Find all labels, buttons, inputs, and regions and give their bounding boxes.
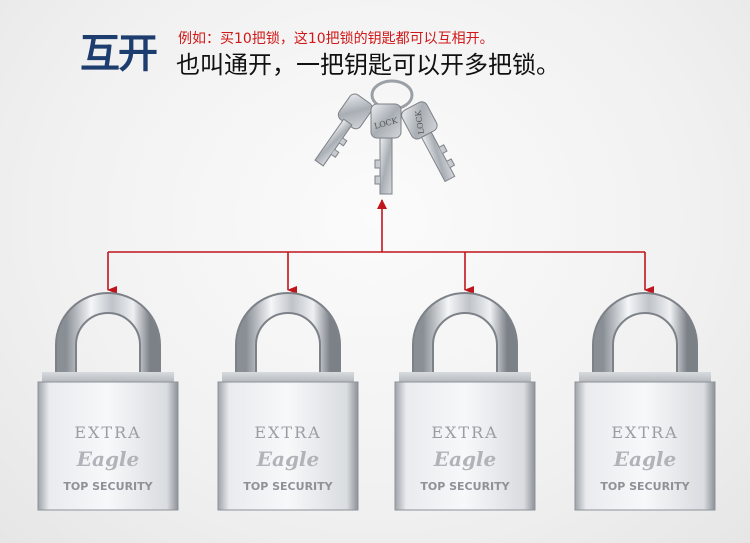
description-text: 也叫通开，一把钥匙可以开多把锁。 xyxy=(176,51,560,79)
shackle xyxy=(414,294,516,380)
lock-body xyxy=(394,381,536,511)
page-title: 互开 xyxy=(80,31,158,77)
lock-top-edge xyxy=(399,372,531,384)
connector-arrows xyxy=(107,199,654,294)
shackle xyxy=(237,294,339,380)
lock-label-extra: EXTRA xyxy=(611,423,678,442)
lock-top-edge xyxy=(579,372,711,384)
lock-body xyxy=(574,381,716,511)
lock-label-security: TOP SECURITY xyxy=(600,480,690,493)
lock-top-edge xyxy=(222,372,354,384)
lock-top-edge xyxy=(42,372,174,384)
shackle xyxy=(594,294,696,380)
lock-label-security: TOP SECURITY xyxy=(63,480,153,493)
lock-label-security: TOP SECURITY xyxy=(420,480,510,493)
lock-body xyxy=(37,381,179,511)
lock-label-security: TOP SECURITY xyxy=(243,480,333,493)
keys-icon: LOCK LOCK xyxy=(314,79,456,195)
lock-label-brand: Eagle xyxy=(613,447,677,471)
lock-body xyxy=(217,381,359,511)
lock-label-brand: Eagle xyxy=(76,447,140,471)
lock-label-brand: Eagle xyxy=(256,447,320,471)
lock-label-extra: EXTRA xyxy=(431,423,498,442)
lock-label-extra: EXTRA xyxy=(74,423,141,442)
shackle xyxy=(57,294,159,380)
key-engraving-2: LOCK xyxy=(414,109,426,135)
lock-label-extra: EXTRA xyxy=(254,423,321,442)
example-note: 例如：买10把锁，这10把锁的钥匙都可以互相开。 xyxy=(178,31,494,47)
lock-label-brand: Eagle xyxy=(433,447,497,471)
